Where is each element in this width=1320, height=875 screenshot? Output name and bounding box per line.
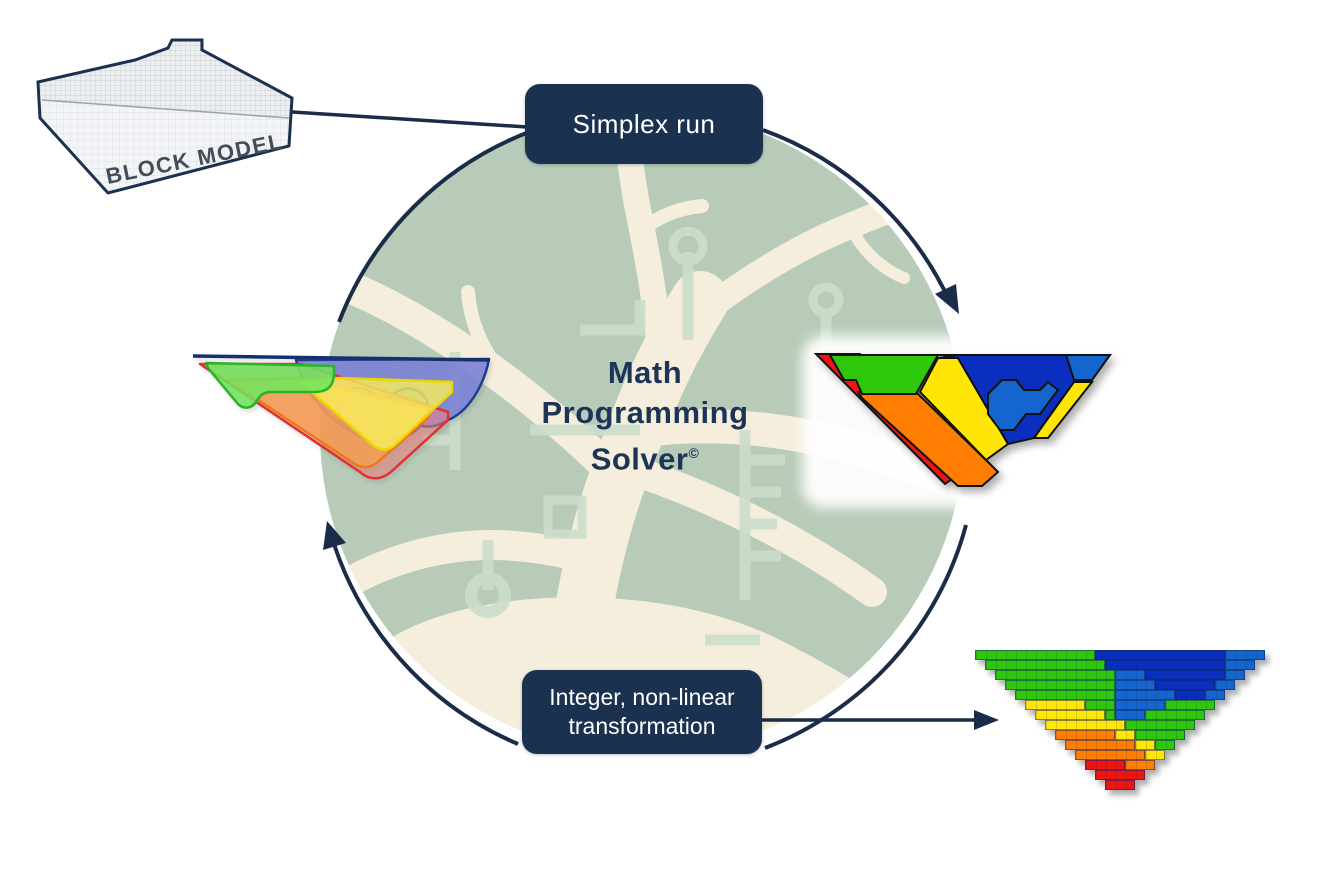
pixel-pit-run [1085, 760, 1125, 770]
pixel-pit-run [1145, 710, 1205, 720]
connector-blockmodel-line [291, 110, 528, 129]
solver-title-line1: Math [607, 355, 683, 390]
pixel-pit-run [1125, 720, 1195, 730]
pixel-pit-run [1115, 690, 1175, 700]
arrowhead-output-icon [974, 710, 999, 730]
transformation-box: Integer, non-linear transformation [522, 670, 762, 754]
pixel-pit-run [1205, 690, 1225, 700]
pixel-pit-run [1175, 690, 1205, 700]
pixel-pit-run [1115, 670, 1145, 680]
arc-top-right [762, 128, 952, 303]
pixel-pit-run [1145, 670, 1225, 680]
simplex-run-label: Simplex run [572, 108, 716, 139]
left-pit-green-bench [204, 361, 336, 409]
pixel-pit-run [1035, 710, 1105, 720]
pixel-pit-run [1115, 710, 1145, 720]
pixel-pit-run [1215, 680, 1235, 690]
pixel-pit-run [1055, 730, 1115, 740]
arc-bottom-left [328, 530, 519, 746]
right-pit-figure [813, 353, 1112, 487]
pixel-pit-run [985, 660, 1105, 670]
right-pit-yellow-right-band [1032, 381, 1095, 439]
left-pit-top-line [192, 354, 491, 362]
solver-title: Math Programming Solver© [455, 353, 835, 479]
transformation-label-line2: transformation [568, 713, 716, 739]
pixel-pit-run [1085, 700, 1115, 710]
solver-circle [320, 110, 1132, 754]
pixel-pit-run [1065, 740, 1135, 750]
pixel-pit-run [1115, 700, 1165, 710]
pixel-pit-run [1095, 770, 1145, 780]
pixel-pit-run [1125, 760, 1155, 770]
pixel-pit-run [1115, 730, 1135, 740]
pixelated-pit-figure [975, 650, 1265, 790]
left-pit-figure [192, 354, 491, 480]
solver-word: Solver [590, 441, 689, 477]
solver-title-line2: Programming [541, 395, 749, 430]
pixel-pit-run [1155, 740, 1175, 750]
solver-title-line3: Solver© [455, 433, 835, 479]
right-pit-medblue-inner [987, 379, 1060, 431]
pixel-pit-run [1105, 660, 1225, 670]
pixel-pit-run [1115, 680, 1155, 690]
pixel-pit-run [1025, 700, 1085, 710]
pixel-pit-run [1145, 750, 1165, 760]
pixel-pit-run [1105, 710, 1115, 720]
arc-top-left [337, 130, 530, 323]
cycle-arrows [328, 128, 968, 750]
simplex-run-box: Simplex run [525, 84, 763, 164]
pixel-pit-run [1105, 780, 1135, 790]
pixel-pit-run [1015, 690, 1115, 700]
right-pit-medblue-corner [1064, 354, 1112, 381]
block-model-figure: BLOCK MODEL [36, 38, 294, 195]
pixel-pit-run [1225, 660, 1255, 670]
pixel-pit-run [1075, 750, 1145, 760]
pixel-pit-run [1045, 720, 1125, 730]
pixel-pit-run [1135, 740, 1155, 750]
pixel-pit-run [1165, 700, 1215, 710]
arrowhead-clockwise-top-icon [935, 284, 959, 314]
left-pit-yellow-shell [298, 376, 454, 451]
right-pit-orange-band [856, 391, 1000, 487]
pixel-pit-run [975, 650, 1095, 660]
pixel-pit-run [995, 670, 1115, 680]
pixel-pit-run [1225, 670, 1245, 680]
arrowhead-clockwise-left-icon [323, 521, 346, 550]
copyright-mark: © [688, 445, 700, 461]
block-model-outline [36, 38, 294, 195]
pixel-pit-run [1005, 680, 1115, 690]
transformation-label-line1: Integer, non-linear [549, 684, 735, 710]
arc-bottom-right [764, 524, 968, 750]
pixel-pit-run [1225, 650, 1265, 660]
pixel-pit-run [1095, 650, 1225, 660]
pixel-pit-run [1135, 730, 1185, 740]
pixel-pit-run [1155, 680, 1215, 690]
